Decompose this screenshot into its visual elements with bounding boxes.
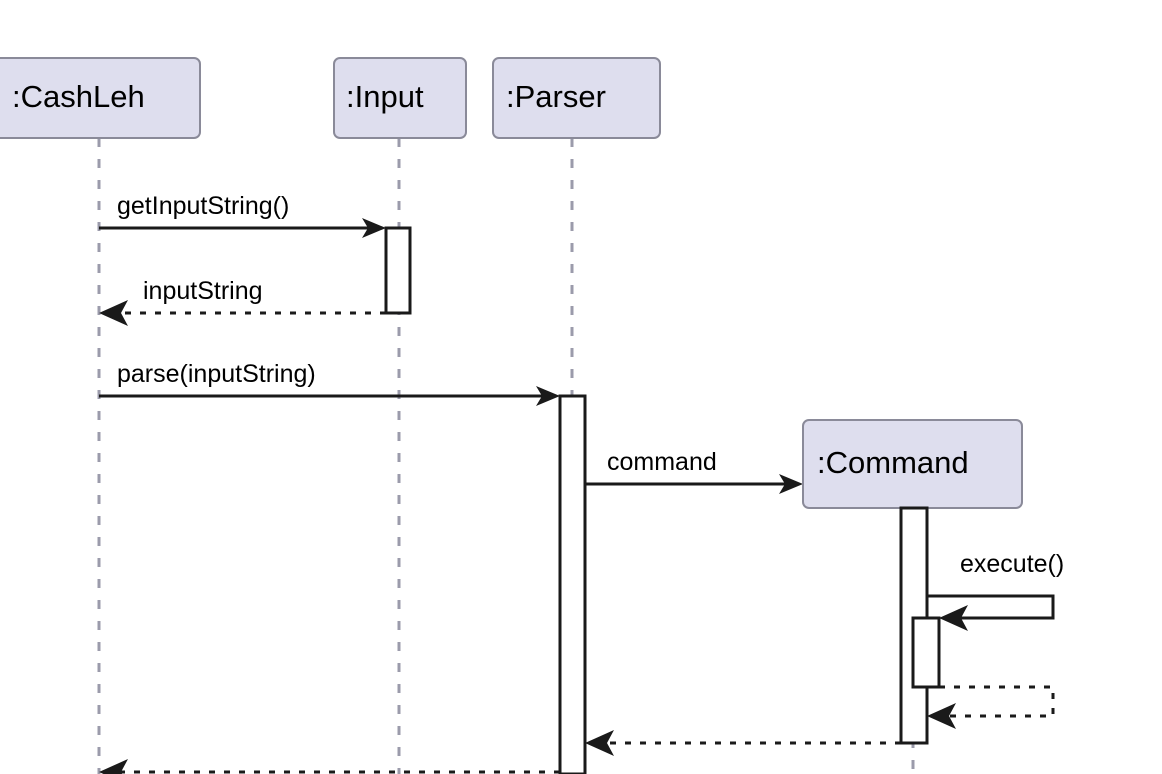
message-parse[interactable]: parse(inputString): [99, 360, 560, 406]
participant-label-command: :Command: [817, 445, 969, 480]
message-path-execute-self-call: [927, 594, 1055, 620]
message-label-get-input-string: getInputString(): [117, 192, 289, 220]
arrowhead-filled-command: [779, 474, 803, 494]
participant-parser[interactable]: :Parser: [492, 57, 661, 139]
message-label-input-string-return: inputString: [143, 277, 263, 305]
message-label-execute: execute(): [960, 550, 1064, 578]
arrowhead-open-input-string-return: [99, 300, 128, 326]
participant-box-cashleh: [0, 57, 201, 139]
message-get-input-string[interactable]: getInputString(): [99, 192, 386, 238]
participant-label-input: :Input: [346, 79, 424, 114]
activation-bar-command-nested: [911, 616, 941, 689]
message-label-parse: parse(inputString): [117, 360, 316, 388]
participant-box-input: [333, 57, 467, 139]
arrowhead-filled-parser-return-partial: [99, 759, 128, 774]
participant-cashleh[interactable]: :CashLeh: [0, 57, 201, 139]
arrowhead-filled-get-input-string: [362, 218, 386, 238]
participant-input[interactable]: :Input: [333, 57, 467, 139]
arrowhead-filled-parse: [536, 386, 560, 406]
message-execute-self-call[interactable]: execute(): [927, 550, 1064, 631]
arrowhead-filled-execute-self-return: [927, 703, 956, 729]
message-execute-self-return[interactable]: [927, 685, 1055, 729]
activation-bar-parser: [558, 394, 587, 774]
participant-label-parser: :Parser: [506, 79, 606, 114]
participant-command[interactable]: :Command: [802, 419, 1023, 509]
participant-box-parser: [492, 57, 661, 139]
participant-label-cashleh: :CashLeh: [12, 79, 145, 114]
arrowhead-filled-command-return: [585, 730, 614, 756]
lifelines-group: [97, 138, 915, 774]
message-label-command: command: [607, 448, 717, 476]
message-command[interactable]: command: [585, 448, 803, 494]
message-parser-return-partial[interactable]: [99, 759, 560, 774]
arrowhead-filled-execute-self-call: [939, 605, 968, 631]
message-path-execute-self-return: [939, 685, 1055, 718]
message-input-string-return[interactable]: inputString: [99, 277, 386, 326]
message-command-return[interactable]: [585, 730, 901, 756]
activation-bar-input: [384, 226, 412, 315]
